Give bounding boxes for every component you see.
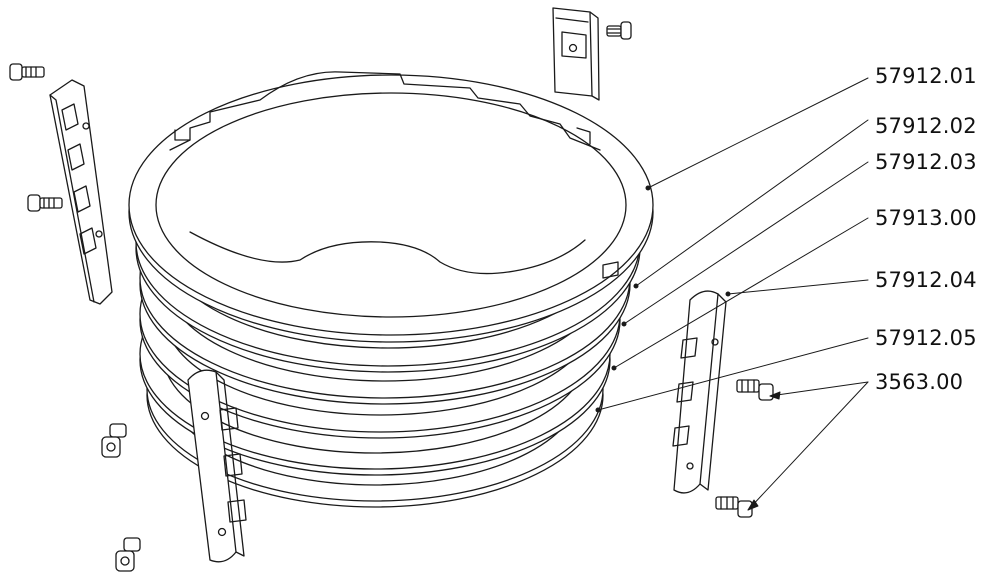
part-label-57913-00: 57913.00 xyxy=(875,206,977,230)
leader-57912-01 xyxy=(647,77,869,189)
screw-top-right xyxy=(606,21,632,40)
screw-bottom-left-upper xyxy=(101,423,127,458)
leader-57912-04 xyxy=(727,279,869,295)
left-support-bar xyxy=(49,79,113,305)
leader-3563-00-a xyxy=(769,381,869,397)
part-label-57912-05: 57912.05 xyxy=(875,326,977,350)
screw-3563-lower xyxy=(715,496,753,518)
part-label-3563-00: 3563.00 xyxy=(875,370,964,394)
leader-3563-00-b xyxy=(747,381,869,511)
screw-3563-upper xyxy=(736,379,774,401)
leader-57912-03 xyxy=(623,161,869,325)
screw-left-middle xyxy=(27,194,63,212)
right-support-bar xyxy=(672,290,727,494)
screw-top-left xyxy=(9,63,45,81)
front-support-bar xyxy=(187,369,247,563)
screw-bottom-left-lower xyxy=(115,537,141,572)
part-label-57912-01: 57912.01 xyxy=(875,64,977,88)
part-label-57912-04: 57912.04 xyxy=(875,268,977,292)
leader-57912-02 xyxy=(635,119,869,287)
part-label-57912-03: 57912.03 xyxy=(875,150,977,174)
rear-support-bar xyxy=(552,7,600,101)
part-label-57912-02: 57912.02 xyxy=(875,114,977,138)
leader-lines xyxy=(595,77,869,511)
ring-plate-57912-01 xyxy=(128,71,654,343)
leader-57912-05 xyxy=(597,337,869,411)
